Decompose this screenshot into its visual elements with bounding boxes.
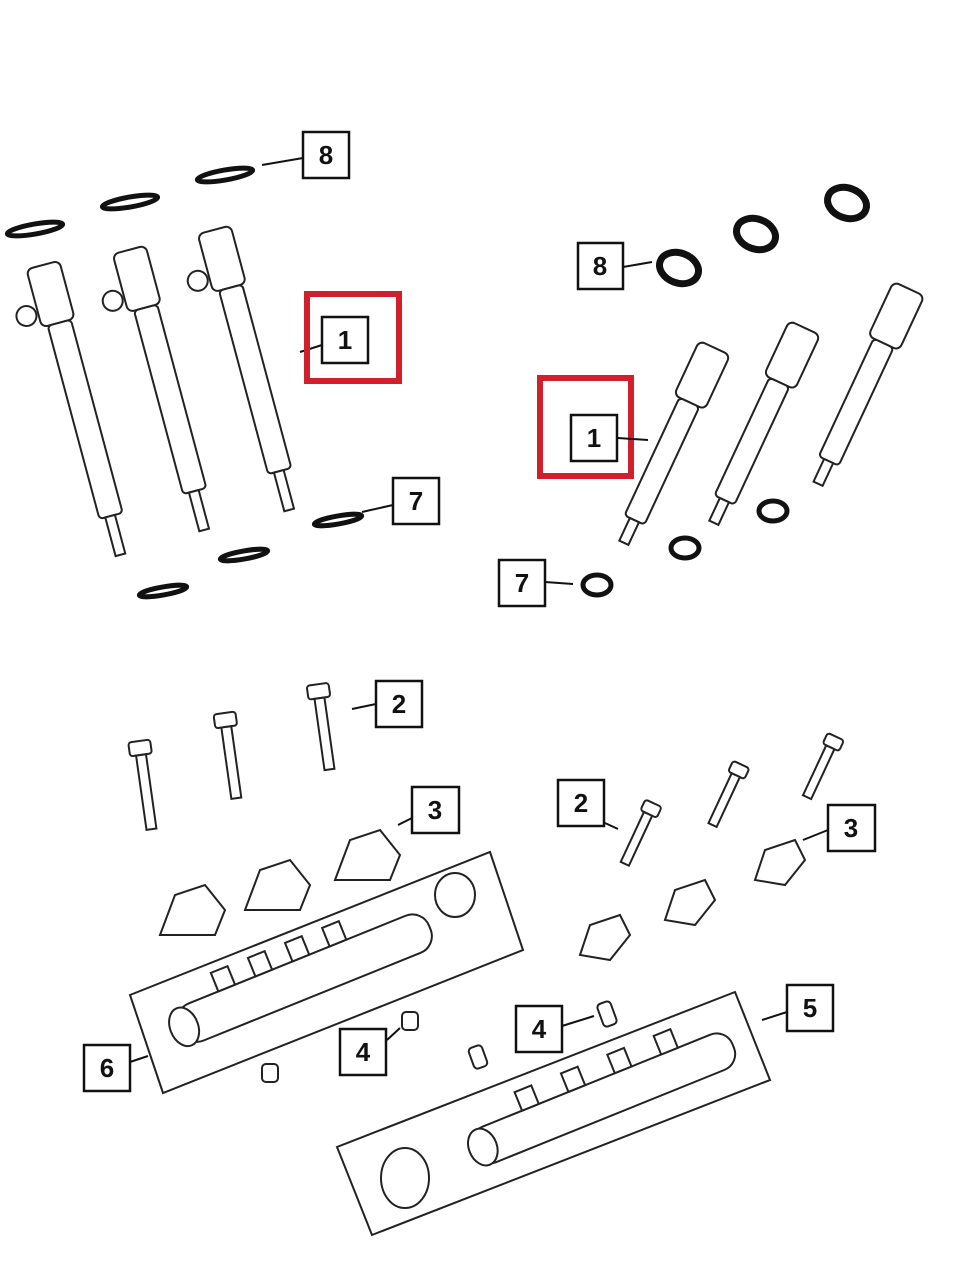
svg-text:8: 8: [319, 140, 333, 170]
callout-3-bottom-right: 3: [826, 803, 877, 853]
callout-8-top-right: 8: [576, 241, 625, 291]
fuel-rail-right-frame: [335, 990, 772, 1237]
svg-text:2: 2: [392, 689, 406, 719]
svg-text:7: 7: [515, 568, 529, 598]
callout-2-bottom-right: 2: [556, 778, 606, 828]
callout-7-top-right: 7: [497, 558, 547, 608]
top-left-injectors: [15, 225, 296, 558]
svg-text:3: 3: [428, 795, 442, 825]
top-right-seal-set: [580, 183, 870, 598]
svg-text:3: 3: [844, 813, 858, 843]
highlight-box-part-1-left: [304, 291, 402, 384]
highlight-box-part-1-right: [537, 375, 634, 479]
top-left-oring-set: [4, 165, 365, 600]
callout-4-bottom-left: 4: [338, 1027, 388, 1077]
bottom-right-clamps: [578, 838, 807, 962]
svg-text:8: 8: [593, 251, 607, 281]
bottom-right-bolts: [619, 732, 845, 867]
svg-text:1: 1: [338, 325, 352, 355]
callout-4-bottom-right: 4: [514, 1004, 564, 1054]
callout-3-bottom-left: 3: [410, 785, 461, 835]
callout-5-bottom-right: 5: [785, 983, 835, 1033]
fuel-rail-left-frame: [128, 850, 525, 1095]
callout-6-bottom-left: 6: [82, 1043, 132, 1093]
callout-1-top-right: 1: [569, 413, 619, 463]
pressure-sensor-right: [380, 1147, 430, 1209]
pressure-sensor-left: [434, 872, 476, 918]
top-right-injectors: [617, 282, 924, 547]
callout-7-top-left: 7: [391, 476, 441, 526]
bottom-left-bolts: [127, 682, 336, 832]
svg-text:7: 7: [409, 486, 423, 516]
bottom-left-clamps: [158, 828, 402, 936]
bottom-left-screws: [261, 1011, 419, 1083]
svg-text:6: 6: [100, 1053, 114, 1083]
svg-text:1: 1: [587, 423, 601, 453]
callout-2-bottom-left: 2: [374, 679, 424, 729]
bottom-right-screws: [467, 1000, 618, 1070]
svg-text:4: 4: [356, 1037, 371, 1067]
svg-text:4: 4: [532, 1014, 547, 1044]
svg-text:2: 2: [574, 788, 588, 818]
callout-1-top-left: 1: [320, 315, 370, 365]
callout-8-top-left: 8: [301, 130, 351, 180]
svg-text:5: 5: [803, 993, 817, 1023]
